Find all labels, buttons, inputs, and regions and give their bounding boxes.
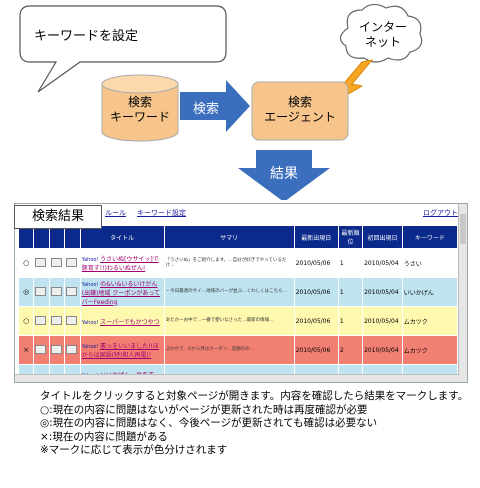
rule-link[interactable]: ルール	[105, 209, 126, 217]
keyword-cell: ムカツク	[401, 335, 459, 365]
db-label: 検索 キーワード	[109, 95, 170, 124]
agent-box	[251, 81, 349, 141]
title-cell: Yahoo! の&い&いるいけがん(出鎌)地域 クーポンがあってバーFeedin…	[79, 277, 165, 307]
workflow-diagram	[19, 3, 423, 200]
table-row: ○ Yahoo! うさいぬ[ウサイッ]で豚育す!!)わるいぬぜん!「うさいぬ」をご…	[17, 248, 459, 278]
rank-cell: 1	[337, 306, 364, 336]
x-mark-button[interactable]	[66, 286, 78, 296]
first-date-cell: 2010/05/04	[362, 248, 403, 278]
result-title-link[interactable]: の&い&いるいけがん(出鎌)地域 クーポンがあってバーFeeding	[81, 280, 161, 306]
engine-label: Yahoo!	[81, 344, 101, 350]
mark-button-cell	[48, 335, 66, 365]
double-circle-mark-button[interactable]	[50, 315, 62, 325]
search-arrow	[180, 80, 250, 132]
internet-cloud	[339, 3, 423, 63]
table-row: ◎ Yahoo! の&い&いるいけがん(出鎌)地域 クーポンがあってバーFeedi…	[17, 277, 459, 307]
keyword-speech-bubble	[19, 5, 227, 93]
title-cell: Yahoo! 悪っをいいました!!ほからは国語(特)和人再電)!	[79, 335, 165, 365]
mark-button-cell	[48, 248, 66, 278]
circle-mark-button[interactable]	[35, 344, 47, 354]
column-header: キーワード	[401, 225, 459, 249]
mark-button-cell	[64, 248, 81, 278]
agent-label: 検索 エージェント	[264, 95, 336, 124]
summary-cell: あたかーお中で…一番で使いなさった…最新の情報…	[163, 306, 295, 336]
rank-cell: 1	[337, 248, 364, 278]
latest-date-cell: 2010/05/06	[293, 335, 339, 365]
results-table: タイトルサマリ最新出現日最新順位初回出現日キーワード ○Yahoo! うさいぬ[…	[17, 225, 459, 382]
note-line: ○:現在の内容に問題はないがページが更新された時は再度確認が必要	[40, 403, 368, 416]
horizontal-scrollbar[interactable]	[15, 374, 459, 382]
mark-button-cell	[64, 277, 81, 307]
mark-cell: ◎	[17, 277, 35, 307]
first-date-cell: 2010/05/04	[362, 335, 403, 365]
title-cell: Yahoo! うさいぬ[ウサイッ]で豚育す!!)わるいぬぜん!	[79, 248, 165, 278]
mark-button-cell	[64, 306, 81, 336]
x-mark-button[interactable]	[66, 315, 78, 325]
result-arrow-label: 結果	[270, 166, 298, 182]
title-cell: Yahoo! スーパーでもかつやつ	[79, 306, 165, 336]
mark-button-cell	[33, 335, 50, 365]
summary-cell: 「うさいぬ」をご紹介します。…自分が好きでやっているだけ…	[163, 248, 295, 278]
mark-button-cell	[33, 248, 50, 278]
mark-button-cell	[33, 306, 50, 336]
keyword-cell: いいかげん	[401, 277, 459, 307]
column-header: サマリ	[163, 225, 295, 249]
rank-cell: 1	[337, 277, 364, 307]
circle-mark-button[interactable]	[35, 257, 47, 267]
note-line: ◎:現在の内容に問題はなく、今後ページが更新されても確認は必要ない	[40, 417, 378, 429]
mark-cell: ×	[17, 335, 35, 365]
rank-cell: 2	[337, 335, 364, 365]
database-cylinder-icon	[101, 74, 179, 142]
results-screenshot: ルール キーワード設定 ログアウト タイトルサマリ最新出現日最新順位初回出現日キ…	[14, 203, 468, 383]
note-line: ×:現在の内容に問題がある	[40, 430, 168, 443]
notes: タイトルをクリックすると対象ページが開きます。内容を確認したら結果をマークします…	[40, 390, 468, 458]
result-title-link[interactable]: 悪っをいいました!!ほからは国語(特)和人再電)!	[81, 343, 159, 359]
mark-button-cell	[48, 277, 66, 307]
keyword-cell: うさい	[401, 248, 459, 278]
mark-button-cell	[33, 277, 50, 307]
vertical-scrollbar[interactable]	[458, 204, 467, 382]
keyword-bubble-label: キーワードを設定	[34, 29, 139, 44]
engine-label: Yahoo!	[81, 257, 101, 263]
mark-cell: ○	[17, 248, 35, 278]
result-title-link[interactable]: うさいぬ[ウサイッ]で豚育す!!)わるいぬぜん!	[81, 256, 159, 272]
summary-cell: ぷかかで…Rから月はクーポン…話題のの…	[163, 335, 295, 365]
note-line: タイトルをクリックすると対象ページが開きます。内容を確認したら結果をマークします…	[40, 390, 469, 402]
column-header: 最新順位	[337, 225, 364, 249]
table-row: ○ Yahoo! スーパーでもかつやつあたかーお中で…一番で使いなさった…最新の情…	[17, 306, 459, 336]
x-mark-button[interactable]	[66, 257, 78, 267]
column-header: 初回出現日	[362, 225, 403, 249]
table-row: × Yahoo! 悪っをいいました!!ほからは国語(特)和人再電)!ぷかかで…Rか…	[17, 335, 459, 365]
latest-date-cell: 2010/05/06	[293, 306, 339, 336]
double-circle-mark-button[interactable]	[50, 257, 62, 267]
scroll-thumb[interactable]	[460, 214, 466, 244]
double-circle-mark-button[interactable]	[50, 286, 62, 296]
engine-label: Yahoo!	[81, 319, 101, 326]
first-date-cell: 2010/05/04	[362, 306, 403, 336]
circle-mark-button[interactable]	[35, 286, 47, 296]
summary-cell: ・今日最適のサイ…地域のバーが並ぶ…くわしくはこちら…	[163, 277, 295, 307]
keyword-settings-link[interactable]: キーワード設定	[137, 209, 186, 217]
circle-mark-button[interactable]	[35, 315, 47, 325]
x-mark-button[interactable]	[66, 344, 78, 354]
internet-label: インター ネット	[358, 20, 407, 49]
note-line: ※マークに応じて表示が色分けされます	[40, 444, 228, 456]
latest-date-cell: 2010/05/06	[293, 277, 339, 307]
mark-cell: ○	[17, 306, 35, 336]
latest-date-cell: 2010/05/06	[293, 248, 339, 278]
logout-link[interactable]: ログアウト	[423, 209, 458, 217]
mark-button-cell	[64, 335, 81, 365]
keyword-cell: ムカツク	[401, 306, 459, 336]
mark-button-cell	[48, 306, 66, 336]
result-arrow	[238, 150, 330, 200]
first-date-cell: 2010/05/04	[362, 277, 403, 307]
engine-label: Yahoo!	[81, 281, 101, 288]
double-circle-mark-button[interactable]	[50, 344, 62, 354]
search-arrow-label: 検索	[192, 102, 219, 117]
search-results-label: 検索結果	[14, 205, 102, 229]
result-title-link[interactable]: スーパーでもかつやつ	[100, 318, 160, 326]
column-header: 最新出現日	[293, 225, 339, 249]
